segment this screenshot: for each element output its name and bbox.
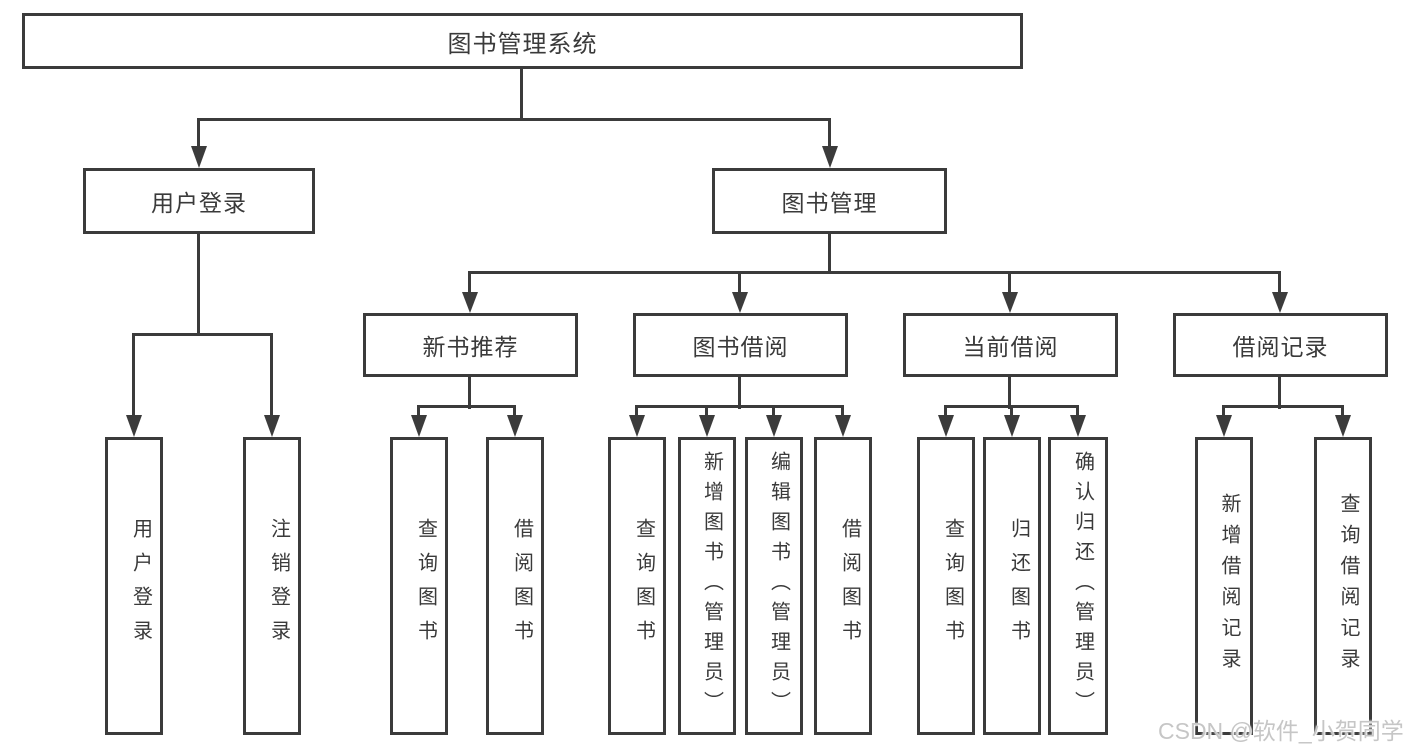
leaf-records-query-record: 查询借阅记录: [1314, 437, 1372, 735]
leaf-current-return-book-label: 归还图书: [1007, 518, 1030, 654]
leaf-current-return-book: 归还图书: [983, 437, 1041, 735]
watermark: CSDN @软件_小贺同学: [1158, 718, 1404, 744]
leaf-recommend-borrow-book: 借阅图书: [486, 437, 544, 735]
node-book-borrow-label: 图书借阅: [692, 334, 789, 360]
connector-vline: [468, 376, 471, 409]
leaf-borrow-borrow-book: 借阅图书: [814, 437, 872, 735]
arrow-down-icon: [126, 415, 142, 437]
connector-vline: [635, 407, 638, 417]
arrow-down-icon: [1002, 292, 1018, 313]
connector-vline: [1008, 273, 1011, 293]
arrow-down-icon: [1272, 292, 1288, 313]
connector-vline: [197, 233, 200, 336]
arrow-down-icon: [411, 415, 427, 437]
arrow-down-icon: [462, 292, 478, 313]
arrow-down-icon: [1004, 415, 1020, 437]
arrow-down-icon: [732, 292, 748, 313]
leaf-recommend-borrow-book-label: 借阅图书: [510, 518, 533, 654]
connector-vline: [1278, 376, 1281, 409]
connector-vline: [1076, 407, 1079, 417]
leaf-current-confirm-return-label: 确认归还（管理员）: [1071, 451, 1094, 721]
connector-vline: [270, 335, 273, 416]
arrow-down-icon: [507, 415, 523, 437]
connector-vline: [841, 407, 844, 417]
connector-vline: [1278, 273, 1281, 293]
node-user-login-label: 用户登录: [151, 190, 247, 216]
connector-vline: [520, 68, 523, 121]
connector-hline: [635, 405, 844, 408]
arrow-down-icon: [766, 415, 782, 437]
node-new-book-recommend: 新书推荐: [363, 313, 578, 377]
arrow-down-icon: [1216, 415, 1232, 437]
leaf-records-add-record: 新增借阅记录: [1195, 437, 1253, 735]
leaf-borrow-query-book-label: 查询图书: [632, 518, 655, 654]
leaf-recommend-query-book-label: 查询图书: [414, 518, 437, 654]
connector-vline: [738, 273, 741, 293]
connector-vline: [828, 120, 831, 147]
node-book-management-label: 图书管理: [781, 190, 878, 216]
connector-vline: [738, 376, 741, 409]
node-root: 图书管理系统: [22, 13, 1023, 69]
arrow-down-icon: [191, 146, 207, 168]
leaf-recommend-query-book: 查询图书: [390, 437, 448, 735]
leaf-logout-login-label: 注销登录: [267, 518, 290, 654]
connector-vline: [132, 335, 135, 416]
connector-vline: [1008, 376, 1011, 409]
leaf-user-login-label: 用户登录: [129, 518, 152, 654]
connector-vline: [705, 407, 708, 417]
connector-vline: [1341, 407, 1344, 417]
connector-vline: [1222, 407, 1225, 417]
leaf-records-query-record-label: 查询借阅记录: [1337, 493, 1359, 679]
arrow-down-icon: [1335, 415, 1351, 437]
connector-vline: [944, 407, 947, 417]
connector-vline: [513, 407, 516, 417]
connector-vline: [828, 233, 831, 274]
leaf-borrow-borrow-book-label: 借阅图书: [838, 518, 861, 654]
node-current-borrow-label: 当前借阅: [962, 334, 1059, 360]
arrow-down-icon: [699, 415, 715, 437]
connector-hline: [468, 271, 1281, 274]
arrow-down-icon: [264, 415, 280, 437]
node-book-borrow: 图书借阅: [633, 313, 848, 377]
leaf-borrow-edit-book-label: 编辑图书（管理员）: [767, 451, 790, 721]
leaf-current-confirm-return: 确认归还（管理员）: [1048, 437, 1108, 735]
connector-vline: [772, 407, 775, 417]
leaf-borrow-add-book-label: 新增图书（管理员）: [700, 451, 723, 721]
arrow-down-icon: [938, 415, 954, 437]
connector-hline: [197, 118, 831, 121]
connector-hline: [417, 405, 516, 408]
connector-vline: [468, 273, 471, 293]
connector-vline: [197, 120, 200, 147]
connector-hline: [944, 405, 1079, 408]
connector-vline: [1010, 407, 1013, 417]
arrow-down-icon: [822, 146, 838, 168]
connector-hline: [132, 333, 273, 336]
node-user-login: 用户登录: [83, 168, 315, 234]
leaf-borrow-query-book: 查询图书: [608, 437, 666, 735]
arrow-down-icon: [835, 415, 851, 437]
node-current-borrow: 当前借阅: [903, 313, 1118, 377]
arrow-down-icon: [629, 415, 645, 437]
node-borrow-records-label: 借阅记录: [1232, 334, 1329, 360]
node-root-label: 图书管理系统: [447, 30, 598, 58]
node-borrow-records: 借阅记录: [1173, 313, 1388, 377]
leaf-current-query-book-label: 查询图书: [941, 518, 964, 654]
connector-vline: [417, 407, 420, 417]
node-book-management: 图书管理: [712, 168, 947, 234]
leaf-records-add-record-label: 新增借阅记录: [1218, 493, 1240, 679]
leaf-borrow-add-book: 新增图书（管理员）: [678, 437, 736, 735]
connector-hline: [1222, 405, 1344, 408]
leaf-logout-login: 注销登录: [243, 437, 301, 735]
node-new-book-recommend-label: 新书推荐: [422, 334, 519, 360]
leaf-user-login: 用户登录: [105, 437, 163, 735]
arrow-down-icon: [1070, 415, 1086, 437]
leaf-borrow-edit-book: 编辑图书（管理员）: [745, 437, 803, 735]
leaf-current-query-book: 查询图书: [917, 437, 975, 735]
